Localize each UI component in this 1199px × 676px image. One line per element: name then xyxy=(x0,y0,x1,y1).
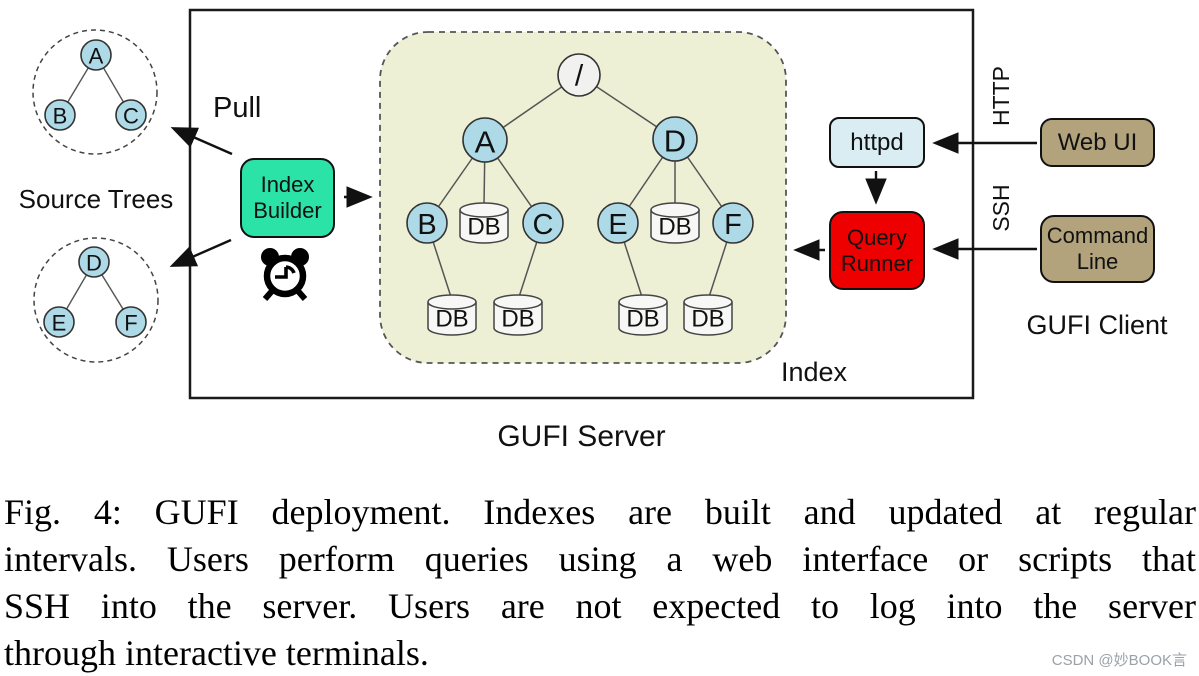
index-builder-label-line1: Index xyxy=(260,172,315,197)
query-runner-box: Query Runner xyxy=(829,211,925,290)
index-builder-label-line2: Builder xyxy=(253,198,322,223)
pull-label: Pull xyxy=(213,92,262,124)
ssh-protocol-label: SSH xyxy=(988,184,1014,232)
db-cylinder xyxy=(650,202,700,244)
gufi-server-label: GUFI Server xyxy=(497,420,666,453)
source-tree-1: A B C xyxy=(32,29,158,155)
db-cylinder xyxy=(459,202,509,244)
source-trees-label: Source Trees xyxy=(18,184,174,214)
command-line-box: Command Line xyxy=(1040,215,1155,283)
caption-line: SSH into the server. Users are not expec… xyxy=(4,586,1196,626)
index-node-a xyxy=(462,117,508,163)
pull-arrow-upper xyxy=(170,127,233,156)
tree1-node-b-label: B xyxy=(53,104,68,129)
db-label: DB xyxy=(501,306,534,333)
caption-line: intervals. Users perform queries using a… xyxy=(4,539,1196,579)
tree1-node-b xyxy=(44,99,76,131)
tree1-node-a-label: A xyxy=(89,44,104,69)
caption-line: through interactive terminals. xyxy=(4,633,429,673)
tree2-node-f-label: F xyxy=(124,311,137,336)
index-node-c xyxy=(522,202,564,244)
index-node-b xyxy=(406,202,448,244)
db-cylinder xyxy=(493,294,543,336)
command-line-label-line2: Line xyxy=(1076,249,1119,274)
db-cylinder xyxy=(618,294,668,336)
index-label: Index xyxy=(781,357,848,387)
db-cylinder xyxy=(427,294,477,336)
tree2-node-e-label: E xyxy=(52,311,67,336)
query-runner-label-line1: Query xyxy=(847,224,907,250)
tree2-node-f xyxy=(115,306,147,338)
index-node-f xyxy=(712,202,754,244)
index-region xyxy=(379,31,787,364)
tree2-node-e xyxy=(43,306,75,338)
index-tree-nodes: / A D B C E F xyxy=(406,53,754,244)
index-node-c-label: C xyxy=(533,209,554,241)
index-node-d-label: D xyxy=(664,124,686,159)
index-node-a-label: A xyxy=(475,125,496,160)
tree2-node-d xyxy=(78,246,110,278)
pull-arrow-lower xyxy=(169,238,232,267)
source-tree-2: D E F xyxy=(33,237,159,363)
db-cylinders xyxy=(427,202,733,336)
index-node-d xyxy=(652,116,698,162)
index-node-b-label: B xyxy=(417,209,436,241)
tree1-node-a xyxy=(80,39,112,71)
index-node-e xyxy=(597,202,639,244)
gufi-client-label: GUFI Client xyxy=(1026,310,1168,340)
index-builder-box: Index Builder xyxy=(240,158,335,238)
command-line-label-line1: Command xyxy=(1046,223,1149,248)
db-label: DB xyxy=(435,306,468,333)
http-protocol-label: HTTP xyxy=(988,65,1014,127)
db-label: DB xyxy=(691,306,724,333)
db-label: DB xyxy=(467,214,500,241)
db-labels: DB DB DB DB DB DB xyxy=(435,214,724,333)
db-label: DB xyxy=(626,306,659,333)
query-runner-label-line2: Runner xyxy=(840,250,914,276)
arrows xyxy=(169,127,1037,267)
tree1-node-c-label: C xyxy=(123,104,139,129)
db-cylinder xyxy=(683,294,733,336)
figure-caption: Fig. 4: GUFI deployment. Indexes are bui… xyxy=(4,489,1196,676)
caption-line: Fig. 4: GUFI deployment. Indexes are bui… xyxy=(4,492,1196,532)
web-ui-box: Web UI xyxy=(1040,118,1155,167)
index-node-root xyxy=(557,53,601,97)
httpd-label: httpd xyxy=(850,128,904,156)
tree2-node-d-label: D xyxy=(86,251,102,276)
alarm-clock-icon xyxy=(261,248,309,301)
db-label: DB xyxy=(658,214,691,241)
web-ui-label: Web UI xyxy=(1057,128,1138,156)
csdn-watermark: CSDN @妙BOOK言 xyxy=(1051,652,1187,669)
tree1-node-c xyxy=(115,99,147,131)
httpd-box: httpd xyxy=(829,117,925,168)
index-node-e-label: E xyxy=(608,209,627,241)
index-node-root-label: / xyxy=(575,60,584,93)
index-node-f-label: F xyxy=(724,209,742,241)
